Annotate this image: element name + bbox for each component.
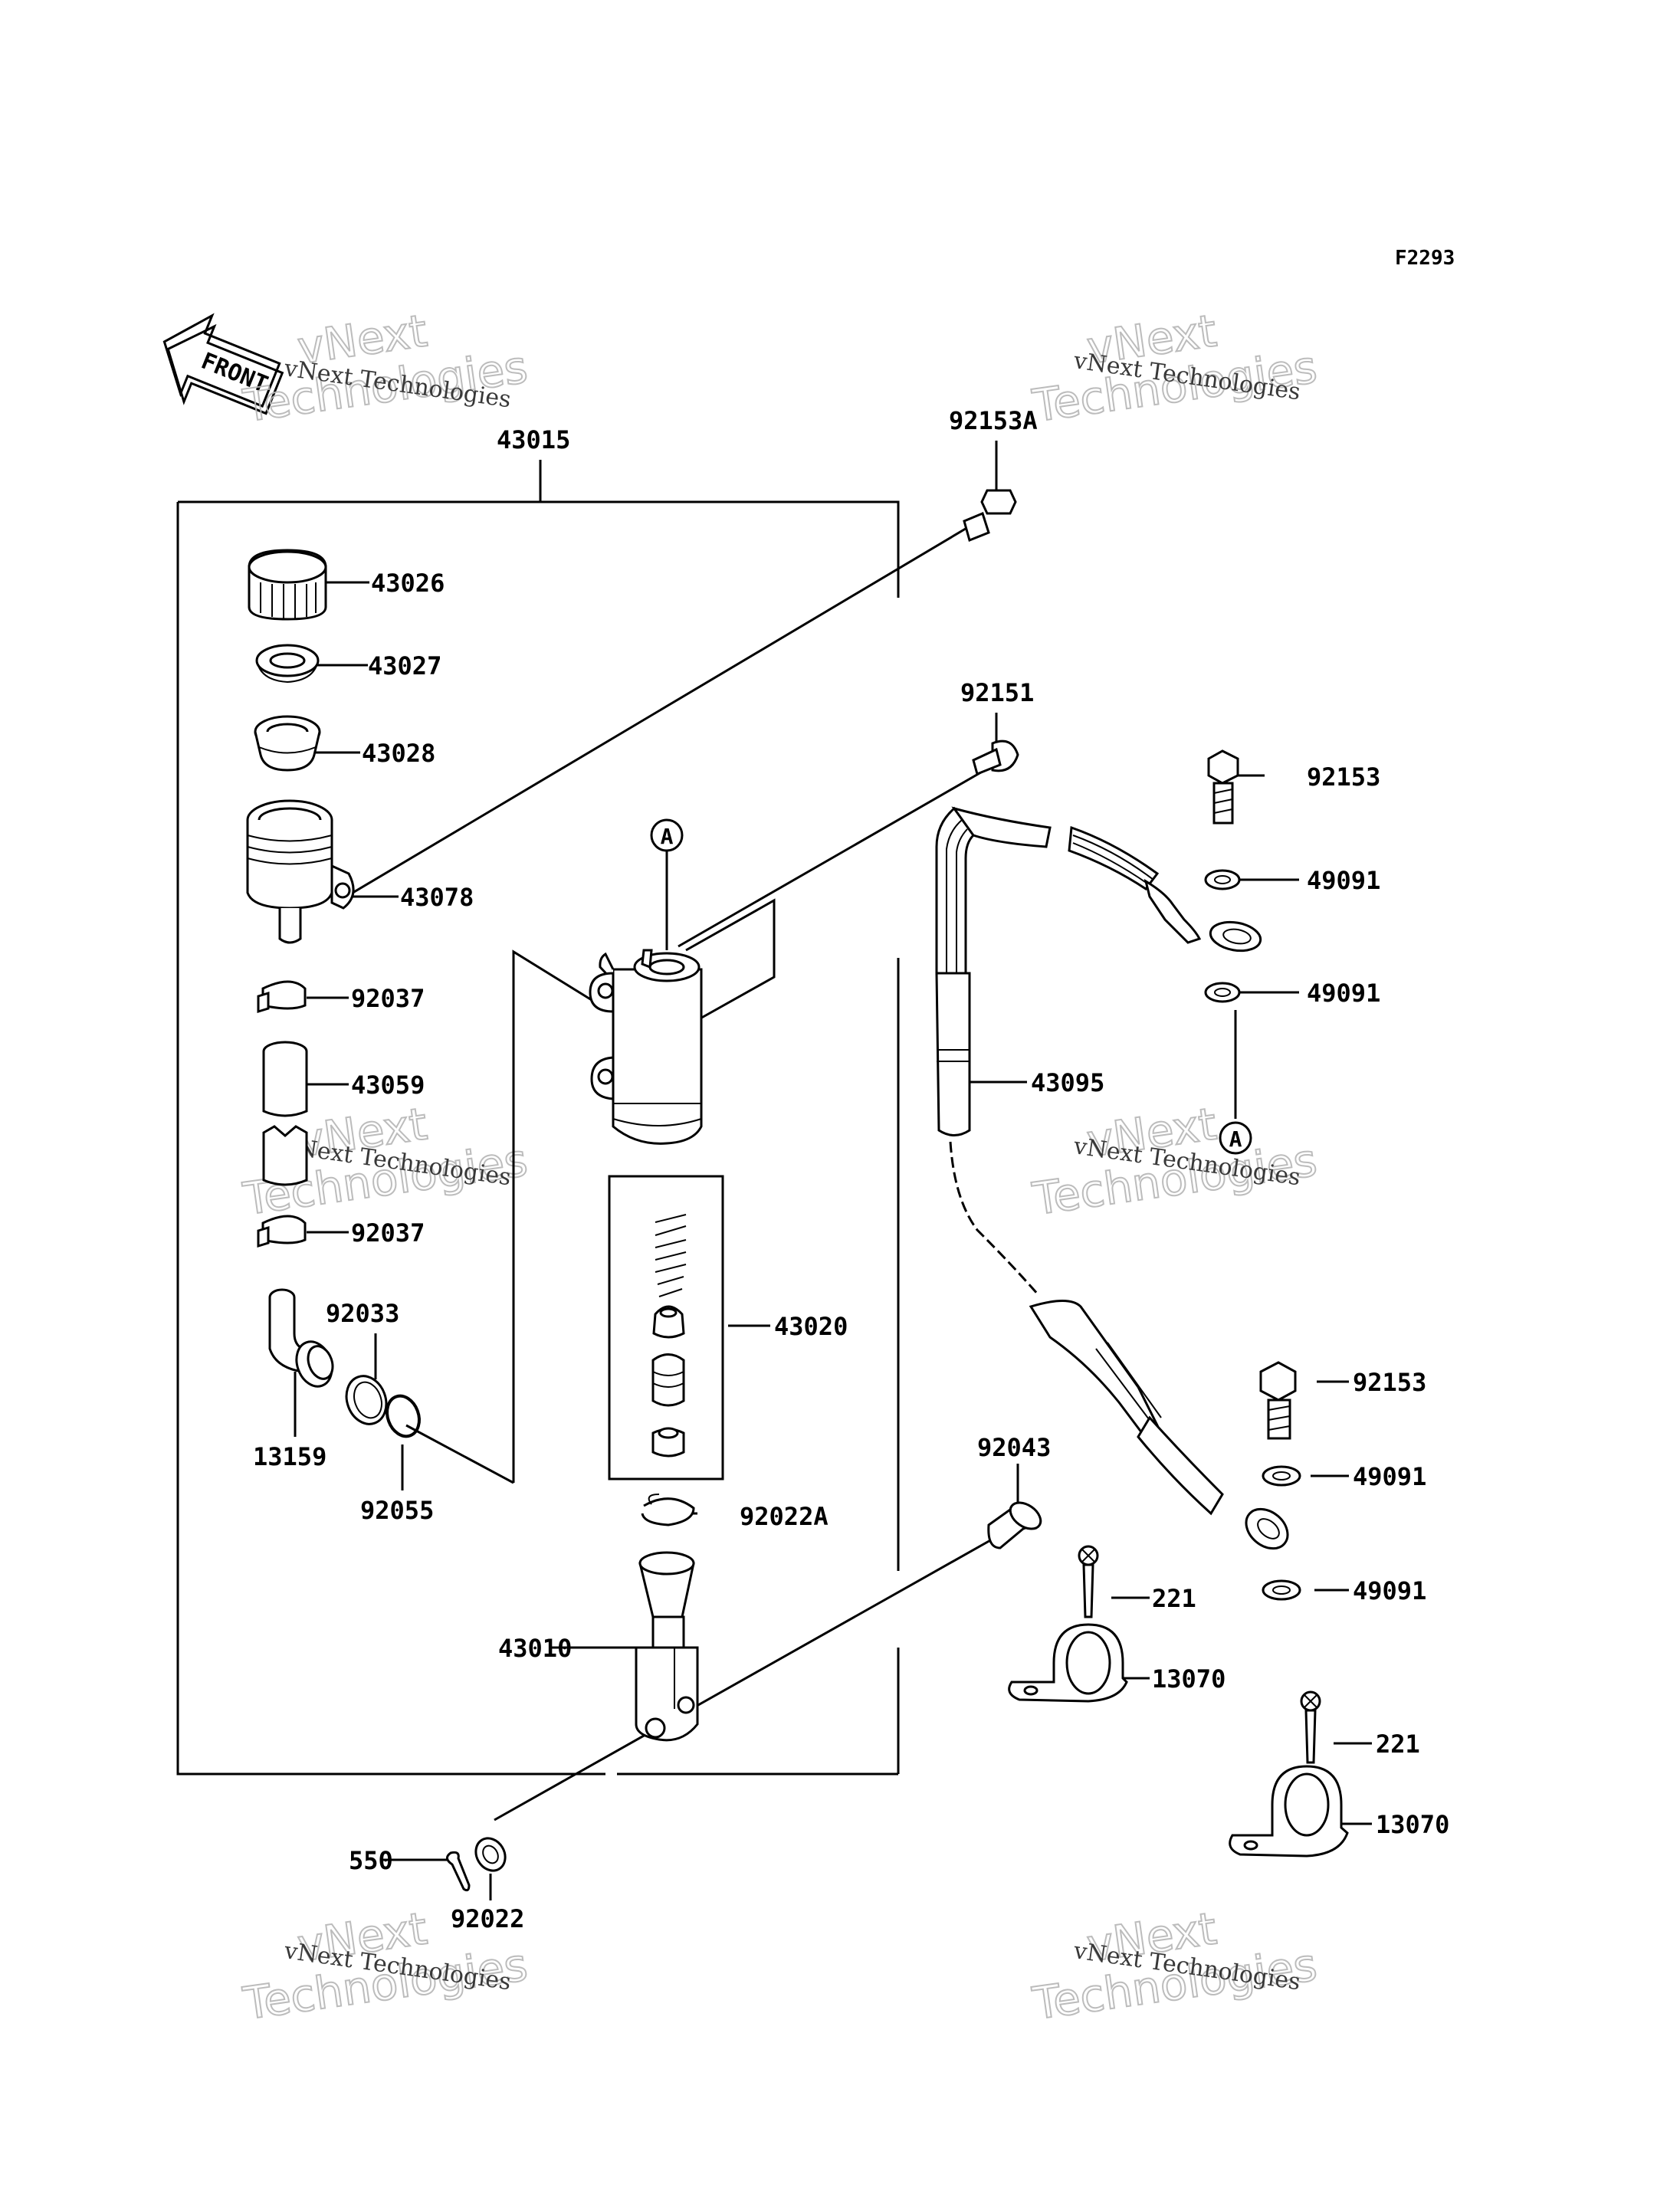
hose-clamp-bracket (1008, 1545, 1128, 1703)
screw (972, 739, 1019, 776)
part-label-13070: 13070 (1376, 1810, 1449, 1839)
part-label-43095: 43095 (1031, 1068, 1104, 1097)
part-label-92037: 92037 (351, 984, 425, 1013)
reservoir-cap (248, 549, 327, 621)
diaphragm (254, 715, 321, 772)
part-label-550: 550 (349, 1846, 393, 1875)
snap-ring (641, 1494, 695, 1526)
assembly-frame (176, 460, 900, 1776)
cotter-pin (446, 1851, 471, 1892)
part-label-13070: 13070 (1152, 1664, 1226, 1694)
part-label-92043: 92043 (977, 1433, 1051, 1462)
part-labels: 43015 92153A 43026 43027 43028 43078 921… (253, 406, 1449, 1933)
part-label-43027: 43027 (368, 651, 441, 680)
part-label-92153a: 92153A (949, 406, 1038, 435)
callout-a-label: A (661, 824, 674, 849)
part-label-92033: 92033 (326, 1299, 399, 1328)
copper-washer (1204, 869, 1241, 890)
bleeder-bolt (963, 489, 1017, 543)
banjo-bolt (1259, 1361, 1297, 1440)
part-label-92022: 92022 (451, 1904, 524, 1933)
reservoir (246, 799, 355, 944)
brake-hose (935, 806, 1289, 1550)
push-rod (635, 1551, 699, 1742)
callout-a-label: A (1229, 1126, 1242, 1152)
callout-a: A (1219, 1121, 1252, 1155)
part-label-13159: 13159 (253, 1442, 326, 1471)
part-label-92055: 92055 (360, 1496, 434, 1525)
part-label-43015: 43015 (497, 425, 570, 454)
o-ring (386, 1394, 421, 1438)
hose-upper (262, 1041, 308, 1117)
hose-elbow (268, 1288, 334, 1388)
hose-lower (262, 1125, 308, 1186)
watermark: vNext Technologies vNext Technologies vN… (239, 303, 1321, 2031)
front-arrow-icon: FRONT (162, 313, 284, 415)
part-label-43078: 43078 (400, 883, 474, 912)
callout-a: A (650, 818, 684, 852)
figure-code: F2293 (1395, 247, 1455, 270)
hose-clamp-bracket (1229, 1690, 1349, 1858)
hose-clamp (257, 1215, 307, 1248)
copper-washer (1262, 1465, 1301, 1487)
washer (474, 1837, 507, 1872)
part-label-43020: 43020 (774, 1312, 848, 1341)
master-cylinder-body (589, 949, 703, 1145)
banjo-bolt (1207, 749, 1239, 825)
circlip (345, 1375, 388, 1425)
part-label-221: 221 (1152, 1584, 1196, 1613)
pin (987, 1501, 1042, 1549)
copper-washer (1262, 1579, 1301, 1601)
part-label-49091: 49091 (1353, 1576, 1426, 1605)
part-label-92153: 92153 (1353, 1368, 1426, 1397)
hose-clamp (257, 980, 307, 1014)
part-label-92151: 92151 (960, 678, 1034, 707)
part-label-92037: 92037 (351, 1218, 425, 1248)
copper-washer (1204, 982, 1241, 1003)
part-label-221: 221 (1376, 1730, 1420, 1759)
part-label-43026: 43026 (371, 569, 445, 598)
part-label-43010: 43010 (498, 1634, 572, 1663)
part-label-43059: 43059 (351, 1071, 425, 1100)
piston-kit-box (608, 1175, 724, 1481)
part-label-49091: 49091 (1353, 1462, 1426, 1491)
part-label-92022a: 92022A (740, 1502, 829, 1531)
diaphragm-plate (255, 644, 320, 684)
leader-lines (291, 441, 1372, 1900)
part-label-92153: 92153 (1307, 762, 1380, 792)
part-label-43028: 43028 (362, 739, 435, 768)
part-label-49091: 49091 (1307, 866, 1380, 895)
part-label-49091: 49091 (1307, 979, 1380, 1008)
